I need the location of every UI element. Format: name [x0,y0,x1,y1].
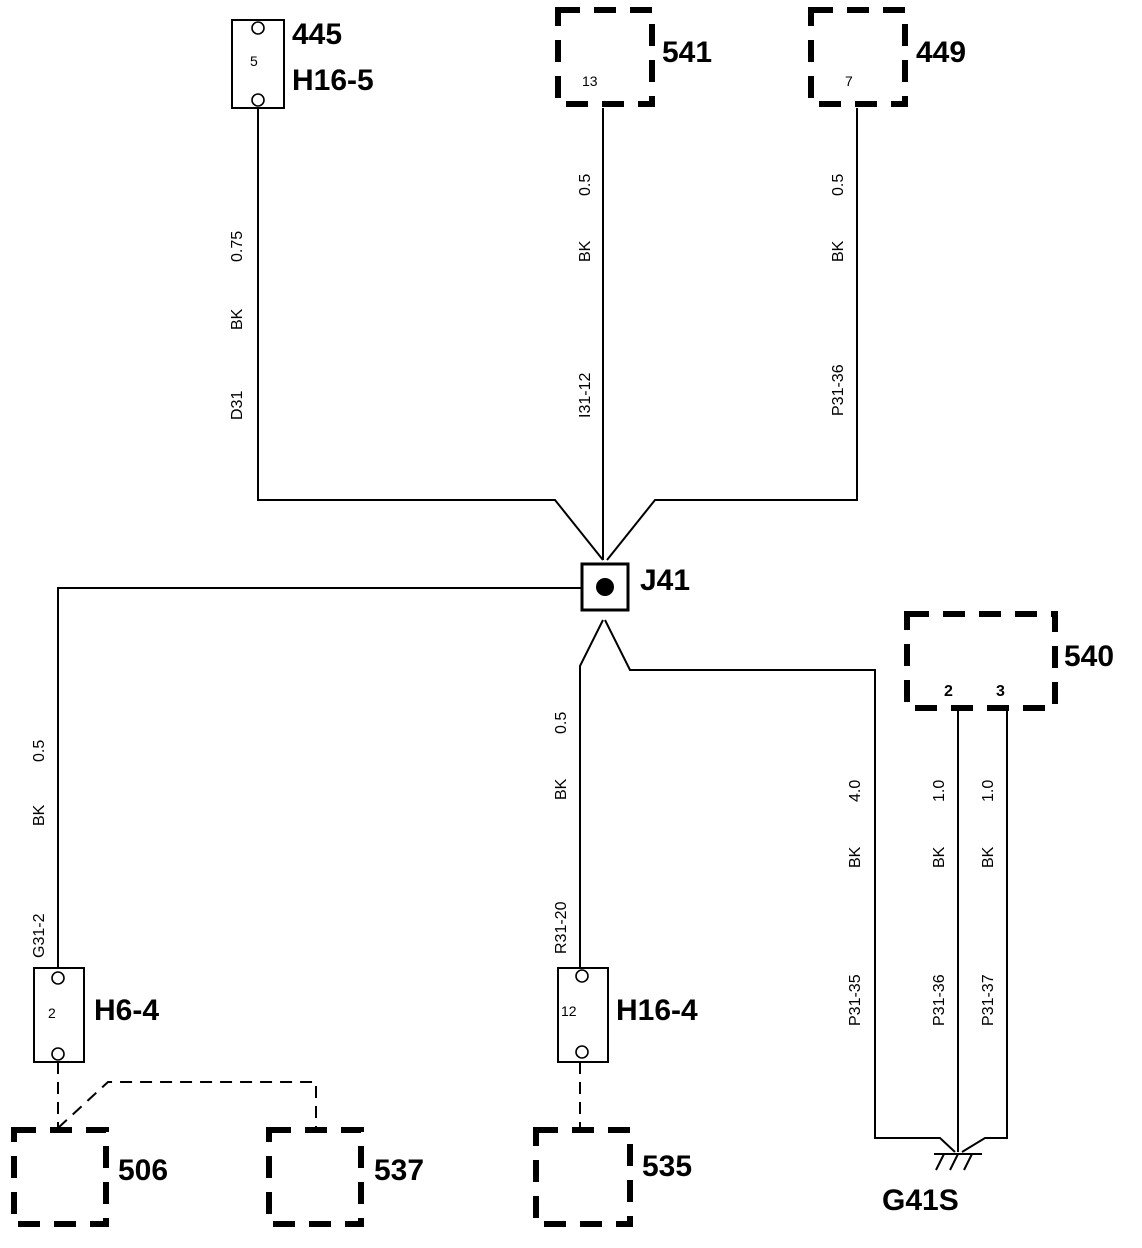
pin-label-540-a: 2 [944,683,953,700]
wire-color: BK [31,804,48,826]
label-445: 445 [292,18,342,51]
label-h16-5: H16-5 [292,64,374,97]
label-449: 449 [916,36,966,69]
pin-label-445: 5 [250,53,258,69]
wire-circuit: P31-37 [980,974,997,1026]
wire-d31 [257,108,604,561]
wire-size: 0.5 [31,740,48,762]
pin-label-540-b: 3 [996,683,1005,700]
wire-size: 0.5 [830,174,847,196]
wire-size: 1.0 [931,780,948,802]
label-537: 537 [374,1154,424,1187]
wire-color: BK [980,846,997,868]
component-449 [808,7,908,107]
wire-p31-36-top [606,108,858,561]
component-541 [555,7,655,107]
label-h16-4: H16-4 [616,994,698,1027]
component-537 [266,1127,364,1227]
label-506: 506 [118,1154,168,1187]
pin-circle [575,1045,589,1059]
pin-circle [251,21,265,35]
wire-g31-2 [57,587,582,968]
pin-circle [51,1047,65,1061]
wire-p31-35 [604,619,956,1153]
wire-circuit: P31-36 [830,364,847,416]
wire-size: 1.0 [980,780,997,802]
ground-symbol [934,1153,982,1171]
component-540 [904,611,1058,711]
pin-circle [251,93,265,107]
label-h6-4: H6-4 [94,994,159,1027]
wire-color: BK [931,846,948,868]
component-506 [11,1127,109,1227]
wire-color: BK [830,240,847,262]
label-g41s: G41S [882,1184,959,1217]
pin-circle [575,969,589,983]
wire-circuit: P31-36 [931,974,948,1026]
splice-dot [596,578,614,596]
pin-label-h6-4: 2 [48,1005,56,1021]
pin-circle [51,971,65,985]
wire-color: BK [847,846,864,868]
dash-506-537 [57,1081,317,1130]
wire-color: BK [229,308,246,330]
label-535: 535 [642,1150,692,1183]
wire-circuit: D31 [229,391,246,420]
pin-label-541: 13 [582,73,598,89]
label-j41: J41 [640,564,690,597]
component-535 [533,1127,633,1227]
wire-size: 0.5 [553,712,570,734]
wire-circuit: R31-20 [553,901,570,954]
pin-label-h16-4: 12 [561,1003,577,1019]
wire-size: 0.75 [229,231,246,262]
wire-color: BK [553,778,570,800]
label-541: 541 [662,36,712,69]
wire-circuit: G31-2 [31,913,48,958]
wire-color: BK [577,240,594,262]
wire-size: 4.0 [847,780,864,802]
wire-p31-37 [961,710,1008,1153]
pin-label-449: 7 [845,73,853,89]
wire-r31-20 [579,619,604,968]
wire-circuit: I31-12 [577,373,594,418]
wire-circuit: P31-35 [847,974,864,1026]
wire-size: 0.5 [577,174,594,196]
label-540: 540 [1064,640,1114,673]
